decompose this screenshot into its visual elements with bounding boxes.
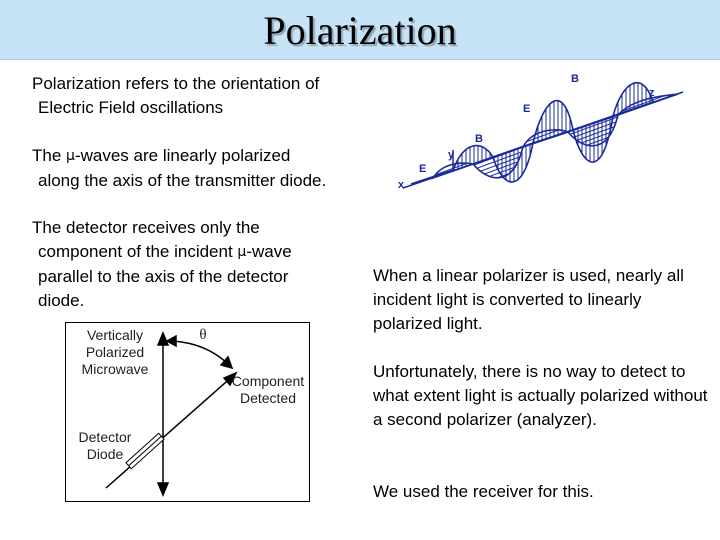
text-span: component of the incident [38, 242, 238, 261]
arrowhead-down [156, 482, 170, 497]
paragraph-analyzer: Unfortunately, there is no way to detect… [373, 362, 708, 429]
label-vertically-polarized: Vertically Polarized Microwave [74, 327, 156, 378]
text-line: Polarization refers to the orientation o… [32, 74, 320, 93]
label-line: Vertically [86, 327, 144, 343]
mu-symbol: µ [66, 148, 75, 164]
arrowhead-up [156, 331, 170, 346]
detector-diagram: Vertically Polarized Microwave θ Compone… [65, 322, 310, 502]
label-line: Detected [239, 390, 297, 406]
label-theta: θ [199, 327, 207, 343]
arc-arrow-left [165, 334, 177, 348]
label-b-mid: B [475, 133, 483, 145]
text-line: Electric Field oscillations [38, 98, 224, 117]
label-component-detected: Component Detected [228, 373, 308, 407]
paragraph-definition: Polarization refers to the orientation o… [32, 72, 319, 120]
text-span: -waves are linearly polarized [74, 146, 291, 165]
b-field-wave [431, 93, 679, 180]
paragraph-waves: The µ-waves are linearly polarized along… [32, 144, 326, 193]
label-b-top: B [571, 73, 579, 85]
text-line: diode. [38, 291, 85, 310]
arrowhead-component [222, 371, 238, 387]
title-bar: Polarization [0, 0, 720, 60]
paragraph-linear-polarizer: When a linear polarizer is used, nearly … [373, 266, 684, 333]
text-line: The µ-waves are linearly polarized [32, 144, 326, 169]
slide-title: Polarization [263, 8, 457, 53]
label-line: Component [231, 373, 305, 389]
arc-arrow-right [219, 355, 234, 370]
label-y-axis: y [448, 149, 455, 161]
text-line: parallel to the axis of the detector [38, 267, 289, 286]
em-wave-figure: B z E B y E x [398, 73, 684, 191]
label-x-axis: x [398, 179, 405, 191]
paragraph-detector: The detector receives only the component… [32, 216, 292, 313]
text-line: along the axis of the transmitter diode. [38, 171, 327, 190]
label-line: Detector [78, 429, 132, 445]
label-z-axis: z [649, 87, 655, 99]
label-e-top: E [523, 103, 530, 115]
label-line: Microwave [81, 361, 149, 377]
label-line: Polarized [85, 344, 145, 360]
detector-axis-line [105, 374, 235, 489]
text-span: The [32, 146, 67, 165]
label-line: Diode [86, 446, 124, 462]
label-detector-diode: Detector Diode [72, 429, 138, 463]
mu-symbol: µ [237, 244, 247, 260]
text-line: component of the incident µ-wave [32, 240, 292, 265]
paragraph-receiver: We used the receiver for this. [373, 482, 594, 501]
text-span: -wave [246, 242, 292, 261]
label-e-left: E [419, 163, 426, 175]
detector-diode [125, 432, 165, 470]
detector-diagram-drawing [105, 331, 238, 497]
text-line: The detector receives only the [32, 218, 260, 237]
